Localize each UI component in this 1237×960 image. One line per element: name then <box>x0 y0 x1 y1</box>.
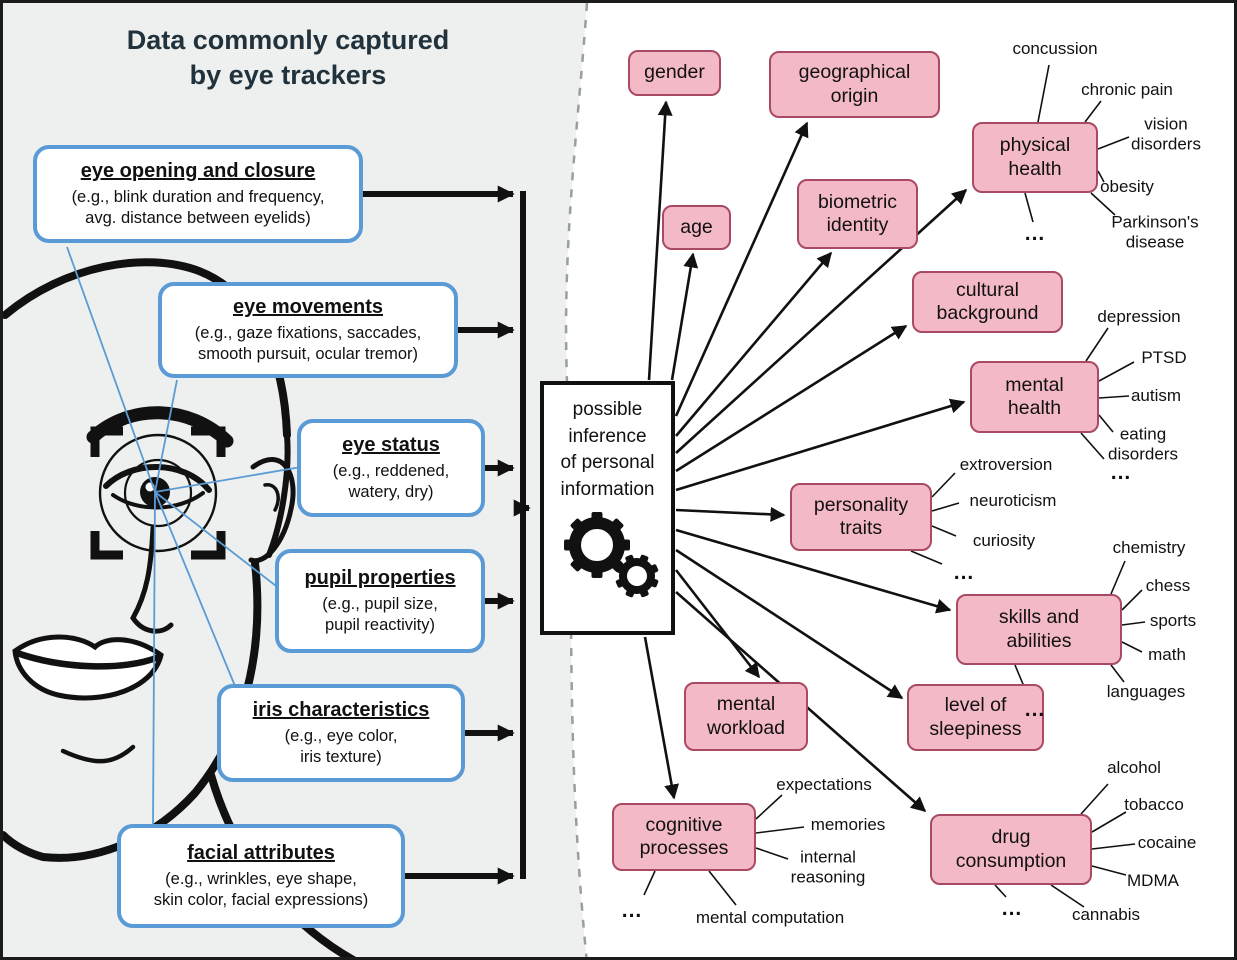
spoke-label-chronic-pain: chronic pain <box>1081 80 1173 100</box>
inference-box-geographical-origin: geographical origin <box>769 51 940 118</box>
captured-heading: eye movements <box>232 295 384 318</box>
captured-box-iris-characteristics: iris characteristics (e.g., eye color, i… <box>217 684 465 782</box>
inference-box-physical-health: physical health <box>972 122 1098 193</box>
panel-title: Data commonly captured by eye trackers <box>126 25 450 91</box>
captured-box-eye-opening-closure: eye opening and closure (e.g., blink dur… <box>33 145 363 243</box>
captured-box-facial-attributes: facial attributes (e.g., wrinkles, eye s… <box>117 824 405 928</box>
spoke-label-ellipsis: ... <box>1024 221 1046 245</box>
captured-heading: eye status <box>342 433 440 456</box>
captured-detail: (e.g., wrinkles, eye shape, skin color, … <box>153 869 369 909</box>
inference-label: age <box>680 215 713 238</box>
spoke-label-chemistry: chemistry <box>1112 538 1186 558</box>
inference-label: biometric identity <box>817 190 898 236</box>
spoke-label-ellipsis: ... <box>953 560 975 584</box>
spoke-label-obesity: obesity <box>1100 177 1154 197</box>
spoke-label-ptsd: PTSD <box>1141 348 1187 368</box>
spoke-label-ellipsis: ... <box>1024 697 1046 721</box>
captured-heading: pupil properties <box>304 566 456 589</box>
spoke-label-alcohol: alcohol <box>1107 758 1161 778</box>
spoke-label-ellipsis: ... <box>1001 896 1023 920</box>
spoke-label-languages: languages <box>1106 682 1186 702</box>
inference-box-skills-abilities: skills and abilities <box>956 594 1122 665</box>
inference-label: cultural background <box>936 278 1039 324</box>
eye-target-frame <box>90 426 226 560</box>
spoke-label-cocaine: cocaine <box>1137 833 1197 853</box>
spoke-label-depression: depression <box>1097 307 1181 327</box>
inference-box-gender: gender <box>628 50 721 96</box>
inference-label: geographical origin <box>798 61 911 107</box>
inference-label: drug consumption <box>955 826 1067 872</box>
inference-box-cognitive-processes: cognitive processes <box>612 803 756 871</box>
inference-engine-box: possible inference of personal informati… <box>540 381 675 635</box>
captured-detail: (e.g., blink duration and frequency, avg… <box>71 187 325 227</box>
spoke-label-ellipsis: ... <box>1110 460 1132 484</box>
inference-box-mental-health: mental health <box>970 361 1099 433</box>
captured-detail: (e.g., pupil size, pupil reactivity) <box>322 594 438 634</box>
inference-label: cognitive processes <box>639 813 729 859</box>
spoke-label-tobacco: tobacco <box>1124 795 1184 815</box>
spoke-label-sports: sports <box>1149 611 1197 631</box>
spoke-label-eating-disorders: eating disorders <box>1108 424 1178 463</box>
inference-box-personality-traits: personality traits <box>790 483 932 551</box>
inference-label: personality traits <box>813 493 909 539</box>
captured-detail: (e.g., reddened, watery, dry) <box>332 461 450 501</box>
captured-box-pupil-properties: pupil properties (e.g., pupil size, pupi… <box>275 549 485 653</box>
inference-box-age: age <box>662 205 731 250</box>
spoke-label-cannabis: cannabis <box>1071 905 1141 925</box>
inference-label: physical health <box>999 134 1071 180</box>
spoke-lines <box>643 64 1146 908</box>
spoke-label-math: math <box>1148 645 1186 665</box>
captured-heading: facial attributes <box>187 841 335 864</box>
spoke-label-ellipsis: ... <box>621 898 643 922</box>
scan-lines <box>66 246 302 826</box>
inference-box-cultural-background: cultural background <box>912 271 1063 333</box>
spoke-label-parkinsons: Parkinson's disease <box>1111 212 1199 251</box>
inference-box-biometric-identity: biometric identity <box>797 179 918 249</box>
spoke-label-curiosity: curiosity <box>972 531 1036 551</box>
spoke-label-neuroticism: neuroticism <box>969 491 1057 511</box>
captured-box-eye-status: eye status (e.g., reddened, watery, dry) <box>297 419 485 517</box>
gears-icon <box>563 512 658 598</box>
capture-connectors <box>361 185 531 885</box>
spoke-label-extroversion: extroversion <box>959 455 1053 475</box>
inference-label: level of sleepiness <box>929 694 1022 740</box>
spoke-label-mental-computation: mental computation <box>695 908 845 928</box>
inference-box-level-of-sleepiness: level of sleepiness <box>907 684 1044 751</box>
inference-label: mental health <box>1005 373 1064 419</box>
captured-detail: (e.g., gaze fixations, saccades, smooth … <box>194 323 422 363</box>
captured-heading: eye opening and closure <box>80 159 316 182</box>
spoke-label-mdma: MDMA <box>1127 871 1179 891</box>
spoke-label-autism: autism <box>1130 386 1182 406</box>
captured-detail: (e.g., eye color, iris texture) <box>284 726 398 766</box>
inference-box-mental-workload: mental workload <box>684 682 808 751</box>
spoke-label-internal-reasoning: internal reasoning <box>790 847 866 886</box>
inference-label: gender <box>644 61 705 84</box>
spoke-label-memories: memories <box>810 815 886 835</box>
inference-engine-label: possible inference of personal informati… <box>560 399 655 500</box>
inference-label: skills and abilities <box>998 606 1080 652</box>
captured-heading: iris characteristics <box>252 698 430 721</box>
spoke-label-concussion: concussion <box>1012 39 1098 59</box>
inference-label: mental workload <box>706 693 786 739</box>
spoke-label-chess: chess <box>1145 576 1191 596</box>
spoke-label-expectations: expectations <box>776 775 872 795</box>
spoke-label-vision-disorders: vision disorders <box>1131 114 1201 153</box>
captured-box-eye-movements: eye movements (e.g., gaze fixations, sac… <box>158 282 458 378</box>
inference-box-drug-consumption: drug consumption <box>930 814 1092 885</box>
